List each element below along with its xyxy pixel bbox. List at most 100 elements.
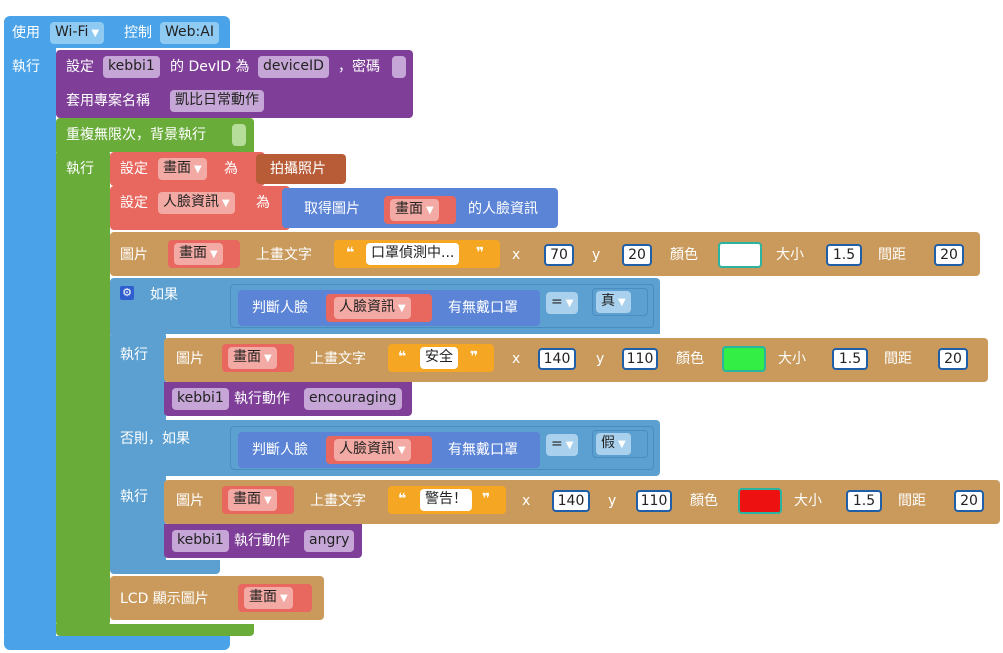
- face-var-dropdown[interactable]: 人臉資訊▼: [158, 192, 235, 214]
- wifi-dropdown[interactable]: Wi-Fi▼: [50, 22, 105, 44]
- draw3-size-label: 大小: [794, 493, 822, 509]
- action2-device-field[interactable]: kebbi1: [172, 530, 229, 552]
- wifi-control-body: [4, 46, 56, 640]
- draw1-spacing-label: 間距: [878, 247, 906, 263]
- draw2-size-input[interactable]: 1.5: [832, 348, 868, 370]
- draw2-text-field[interactable]: 安全: [420, 347, 458, 369]
- elseif-do-label: 執行: [120, 489, 148, 505]
- action1-device-field[interactable]: kebbi1: [172, 388, 229, 410]
- control-label: 控制: [124, 25, 152, 41]
- loop-label: 重複無限次，背景執行: [66, 127, 206, 143]
- draw2-y-input[interactable]: 110: [622, 348, 658, 370]
- draw3-x-input[interactable]: 140: [552, 490, 590, 512]
- cond1-bool-dropdown[interactable]: 真▼: [596, 291, 631, 313]
- wifi-do-label: 執行: [12, 59, 40, 75]
- cond2-mask-label: 有無戴口罩: [448, 442, 518, 458]
- cond1-op-dropdown[interactable]: =▼: [546, 292, 579, 314]
- draw1-draw-label: 上畫文字: [256, 247, 312, 263]
- chevron-down-icon: ▼: [426, 205, 434, 216]
- draw2-color-swatch[interactable]: [722, 346, 766, 372]
- chevron-down-icon: ▼: [210, 249, 218, 260]
- password-label: ，密碼: [338, 59, 380, 75]
- cond1-mask-label: 有無戴口罩: [448, 300, 518, 316]
- draw1-x-input[interactable]: 70: [544, 244, 574, 266]
- chevron-down-icon: ▼: [565, 440, 574, 451]
- draw2-color-label: 顏色: [676, 351, 704, 367]
- draw1-text-field[interactable]: 口罩偵測中...: [366, 243, 460, 265]
- draw1-color-swatch[interactable]: [718, 242, 762, 268]
- capture-label: 拍攝照片: [270, 161, 326, 177]
- loop-do-label: 執行: [66, 161, 94, 177]
- quote-close-icon: ❞: [470, 349, 479, 365]
- quote-open-icon: ❝: [398, 349, 407, 365]
- draw2-draw-label: 上畫文字: [310, 351, 366, 367]
- chevron-down-icon: ▼: [565, 298, 574, 309]
- devid-field[interactable]: deviceID: [258, 56, 329, 78]
- forever-loop-footer: [56, 624, 254, 636]
- set-face-as-label: 為: [256, 195, 270, 211]
- use-label: 使用: [12, 25, 40, 41]
- cond1-var-dropdown[interactable]: 人臉資訊▼: [334, 297, 411, 319]
- device-field[interactable]: kebbi1: [103, 56, 160, 78]
- apply-label: 套用專案名稱: [66, 93, 150, 109]
- action1-value-field[interactable]: encouraging: [304, 388, 402, 410]
- draw2-y-label: y: [596, 351, 605, 367]
- cond2-op-dropdown[interactable]: =▼: [546, 434, 579, 456]
- draw3-color-swatch[interactable]: [738, 488, 782, 514]
- chevron-down-icon: ▼: [398, 303, 406, 314]
- draw3-img-label: 圖片: [176, 493, 204, 509]
- cond2-judge-label: 判斷人臉: [252, 442, 308, 458]
- devid-label: 的 DevID 為: [170, 59, 250, 75]
- chevron-down-icon: ▼: [264, 353, 272, 364]
- webai-field[interactable]: Web:AI: [160, 22, 219, 44]
- cond1-judge-label: 判斷人臉: [252, 300, 308, 316]
- draw3-text-field[interactable]: 警告！: [420, 489, 472, 511]
- quote-open-icon: ❝: [346, 245, 355, 261]
- action2-label: 執行動作: [234, 533, 290, 549]
- gear-icon[interactable]: ⚙: [120, 286, 134, 300]
- draw3-spacing-input[interactable]: 20: [954, 490, 984, 512]
- chevron-down-icon: ▼: [264, 495, 272, 506]
- wifi-control-footer: [4, 636, 230, 650]
- draw1-y-input[interactable]: 20: [622, 244, 652, 266]
- forever-loop-body: [56, 150, 110, 626]
- chevron-down-icon: ▼: [91, 28, 100, 39]
- draw3-size-input[interactable]: 1.5: [846, 490, 882, 512]
- chevron-down-icon: ▼: [194, 164, 202, 175]
- screen-var-dropdown[interactable]: 畫面▼: [158, 158, 207, 180]
- set-screen-set-label: 設定: [120, 161, 148, 177]
- cond2-var-dropdown[interactable]: 人臉資訊▼: [334, 439, 411, 461]
- draw2-img-dropdown[interactable]: 畫面▼: [228, 347, 277, 369]
- quote-close-icon: ❞: [482, 491, 491, 507]
- capture-photo-block[interactable]: [256, 154, 346, 184]
- draw2-img-label: 圖片: [176, 351, 204, 367]
- action2-value-field[interactable]: angry: [304, 530, 355, 552]
- get-image-label: 取得圖片: [304, 201, 360, 217]
- draw3-img-dropdown[interactable]: 畫面▼: [228, 489, 277, 511]
- draw2-x-label: x: [512, 351, 521, 367]
- chevron-down-icon: ▼: [618, 297, 626, 308]
- chevron-down-icon: ▼: [280, 593, 288, 604]
- set-screen-as-label: 為: [224, 161, 238, 177]
- draw1-spacing-input[interactable]: 20: [934, 244, 964, 266]
- draw3-y-input[interactable]: 110: [636, 490, 672, 512]
- draw2-x-input[interactable]: 140: [538, 348, 576, 370]
- if-label: 如果: [150, 287, 178, 303]
- quote-open-icon: ❝: [398, 491, 407, 507]
- draw1-img-dropdown[interactable]: 畫面▼: [174, 243, 223, 265]
- password-field[interactable]: [392, 56, 406, 78]
- chevron-down-icon: ▼: [222, 198, 230, 209]
- draw1-size-input[interactable]: 1.5: [826, 244, 862, 266]
- draw1-img-label: 圖片: [120, 247, 148, 263]
- draw3-x-label: x: [522, 493, 531, 509]
- draw2-spacing-input[interactable]: 20: [938, 348, 968, 370]
- face-suffix-label: 的人臉資訊: [468, 201, 538, 217]
- forever-loop-block[interactable]: [56, 118, 254, 152]
- loop-checkbox[interactable]: [232, 124, 246, 146]
- lcd-img-dropdown[interactable]: 畫面▼: [244, 587, 293, 609]
- draw3-draw-label: 上畫文字: [310, 493, 366, 509]
- get-image-dropdown[interactable]: 畫面▼: [390, 199, 439, 221]
- draw3-y-label: y: [608, 493, 617, 509]
- project-field[interactable]: 凱比日常動作: [170, 90, 264, 112]
- cond2-bool-dropdown[interactable]: 假▼: [596, 433, 631, 455]
